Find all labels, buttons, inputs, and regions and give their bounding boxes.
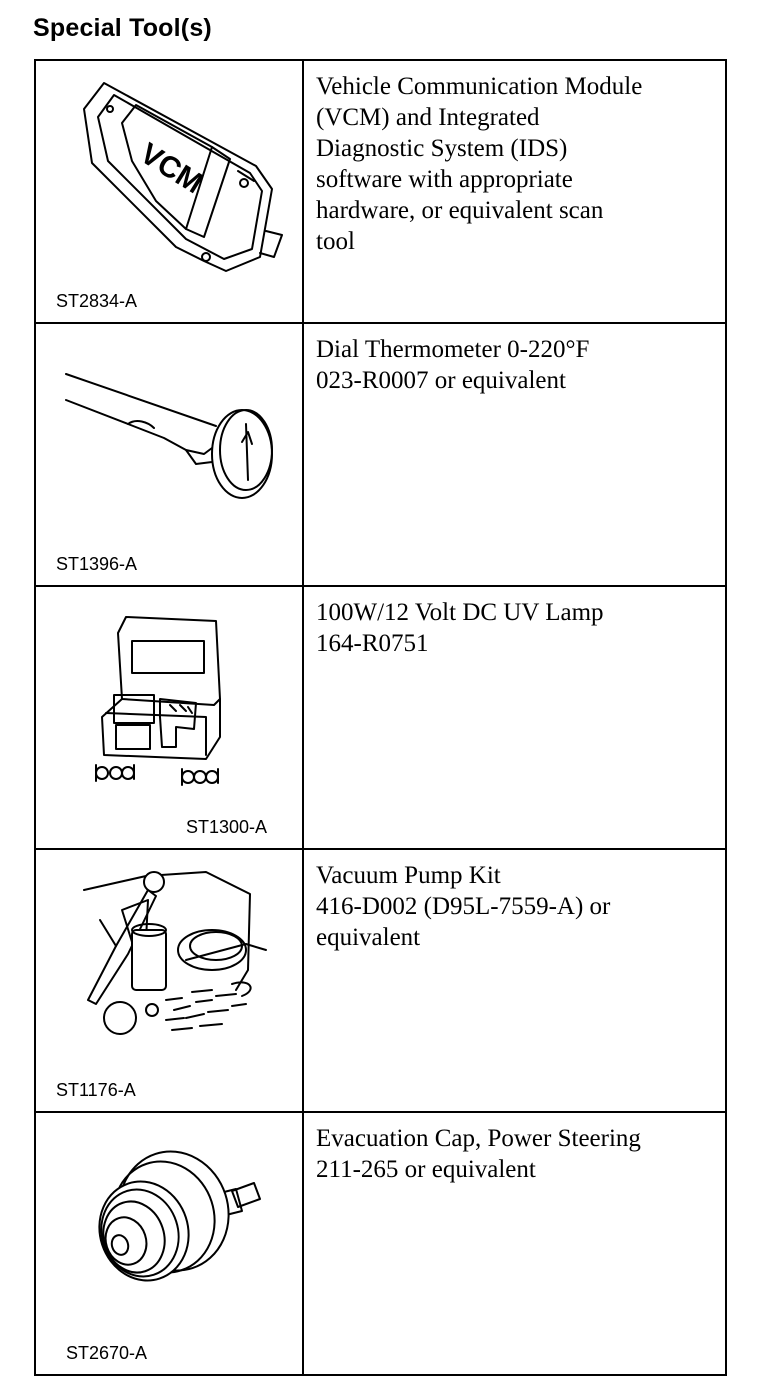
tool-image-cell: ST2670-A <box>34 1111 304 1376</box>
description-line: hardware, or equivalent scan <box>316 197 604 224</box>
tool-image-cell: ST1300-A <box>34 585 304 850</box>
tool-description: Dial Thermometer 0-220°F 023-R0007 or eq… <box>316 334 715 396</box>
tool-code: ST1176-A <box>56 1080 136 1100</box>
tool-description: Vacuum Pump Kit 416-D002 (D95L-7559-A) o… <box>316 860 715 953</box>
description-line: 100W/12 Volt DC UV Lamp <box>316 599 604 626</box>
tool-image-cell: ST1396-A <box>34 322 304 587</box>
tool-code: ST2670-A <box>66 1343 148 1363</box>
description-line: Dial Thermometer 0-220°F <box>316 336 590 363</box>
page-title: Special Tool(s) <box>33 14 212 42</box>
tool-description-cell: Vehicle Communication Module (VCM) and I… <box>302 59 727 324</box>
table-row: VCM ST2834-A Vehicle Communication Modul… <box>34 59 727 324</box>
tool-description-cell: Evacuation Cap, Power Steering 211-265 o… <box>302 1111 727 1376</box>
tool-image-cell: VCM ST2834-A <box>34 59 304 324</box>
table-row: ST1300-A 100W/12 Volt DC UV Lamp 164-R07… <box>34 585 727 850</box>
description-line: equivalent <box>316 924 421 951</box>
tool-image-cell: ST1176-A <box>34 848 304 1113</box>
vacuum-pump-kit-icon <box>83 871 267 1035</box>
description-line: 416-D002 (D95L-7559-A) or <box>316 893 611 920</box>
table-row: ST1176-A Vacuum Pump Kit 416-D002 (D95L-… <box>34 848 727 1113</box>
tool-code: ST2834-A <box>56 291 138 311</box>
tool-description: 100W/12 Volt DC UV Lamp 164-R0751 <box>316 597 715 659</box>
dial-thermometer-icon <box>65 373 273 499</box>
description-line: tool <box>316 228 355 255</box>
uv-lamp-kit-icon <box>95 616 221 786</box>
description-line: Vehicle Communication Module <box>316 73 643 100</box>
tool-description-cell: Dial Thermometer 0-220°F 023-R0007 or eq… <box>302 322 727 587</box>
description-line: (VCM) and Integrated <box>316 104 540 131</box>
description-line: 164-R0751 <box>316 630 429 657</box>
table-row: ST1396-A Dial Thermometer 0-220°F 023-R0… <box>34 322 727 587</box>
tool-description-cell: Vacuum Pump Kit 416-D002 (D95L-7559-A) o… <box>302 848 727 1113</box>
description-line: software with appropriate <box>316 166 573 193</box>
table-row: ST2670-A Evacuation Cap, Power Steering … <box>34 1111 727 1376</box>
description-line: Diagnostic System (IDS) <box>316 135 568 162</box>
special-tools-table: VCM ST2834-A Vehicle Communication Modul… <box>34 59 727 1376</box>
description-line: 023-R0007 or equivalent <box>316 367 566 394</box>
description-line: Evacuation Cap, Power Steering <box>316 1125 641 1152</box>
tool-description: Evacuation Cap, Power Steering 211-265 o… <box>316 1123 715 1185</box>
description-line: Vacuum Pump Kit <box>316 862 501 889</box>
vcm-module-icon: VCM <box>83 82 283 272</box>
tool-code: ST1396-A <box>56 554 138 574</box>
tool-code: ST1300-A <box>186 817 268 837</box>
description-line: 211-265 or equivalent <box>316 1156 536 1183</box>
tool-description: Vehicle Communication Module (VCM) and I… <box>316 71 715 257</box>
tool-description-cell: 100W/12 Volt DC UV Lamp 164-R0751 <box>302 585 727 850</box>
evacuation-cap-icon <box>98 1150 261 1282</box>
